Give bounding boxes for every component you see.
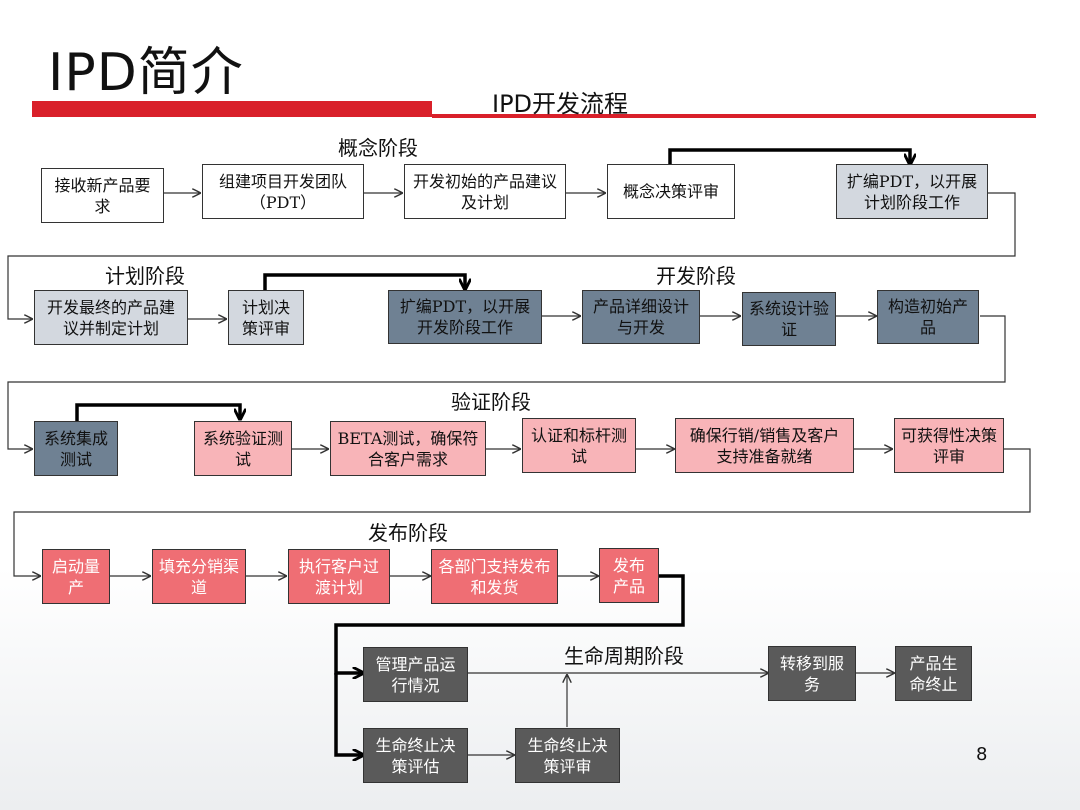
- step-ensure-sales-support-ready: 确保行销/销售及客户支持准备就绪: [675, 418, 854, 473]
- phase-label-release: 发布阶段: [368, 521, 448, 545]
- step-eol-decision-review: 生命终止决策评审: [515, 728, 620, 783]
- step-start-mass-production: 启动量产: [42, 549, 110, 604]
- slide-subtitle: IPD开发流程: [492, 90, 629, 118]
- bold-arrow-b7-b8: [263, 273, 465, 292]
- step-release-product: 发布产品: [599, 548, 659, 603]
- step-availability-decision-review: 可获得性决策评审: [894, 418, 1004, 473]
- step-build-initial-product: 构造初始产品: [877, 290, 979, 344]
- step-product-end-of-life: 产品生命终止: [895, 646, 972, 701]
- step-beta-test: BETA测试，确保符合客户需求: [330, 421, 486, 476]
- step-system-integration-test: 系统集成测试: [34, 421, 118, 476]
- phase-label-develop: 开发阶段: [656, 264, 736, 288]
- title-accent-line: [432, 114, 1036, 118]
- step-initial-proposal: 开发初始的产品建议及计划: [404, 164, 566, 219]
- step-form-pdt: 组建项目开发团队（PDT）: [202, 164, 364, 219]
- step-transfer-to-service: 转移到服务: [768, 646, 856, 701]
- page-number: 8: [976, 744, 988, 765]
- step-departments-support-release: 各部门支持发布和发货: [431, 549, 558, 604]
- bold-arrow-b12-b13: [75, 403, 240, 422]
- phase-label-concept: 概念阶段: [338, 136, 418, 160]
- bold-arrow-b4-b5: [668, 148, 910, 164]
- step-customer-transition-plan: 执行客户过渡计划: [288, 549, 390, 604]
- step-expand-pdt-plan: 扩编PDT，以开展计划阶段工作: [836, 164, 988, 219]
- phase-label-plan: 计划阶段: [105, 264, 185, 288]
- step-system-design-verification: 系统设计验证: [742, 292, 836, 346]
- step-receive-new-product-request: 接收新产品要求: [41, 168, 164, 223]
- step-eol-decision-assessment: 生命终止决策评估: [363, 728, 468, 783]
- step-manage-product-operation: 管理产品运行情况: [363, 647, 468, 702]
- step-plan-decision-review: 计划决策评审: [228, 290, 304, 345]
- step-fill-distribution-channels: 填充分销渠道: [152, 549, 246, 604]
- step-concept-decision-review: 概念决策评审: [607, 164, 735, 219]
- step-final-proposal-plan: 开发最终的产品建议并制定计划: [34, 290, 188, 345]
- title-accent-bar: [32, 101, 432, 117]
- bold-arrow-b22-b23: [334, 574, 685, 673]
- arrow-b11-b12: [7, 315, 1006, 449]
- phase-label-lifecycle: 生命周期阶段: [564, 644, 684, 668]
- arrow-b17-b18: [13, 448, 1031, 576]
- phase-label-verify: 验证阶段: [451, 390, 531, 414]
- step-detailed-design: 产品详细设计与开发: [582, 290, 700, 344]
- step-certification-benchmark: 认证和标杆测试: [522, 418, 636, 473]
- arrow-b5-b6: [7, 192, 1016, 319]
- step-expand-pdt-develop: 扩编PDT，以开展开发阶段工作: [388, 290, 542, 344]
- bold-arrow-b22-b26: [334, 673, 362, 755]
- slide-title: IPD简介: [48, 43, 244, 103]
- step-system-verification-test: 系统验证测试: [194, 421, 292, 476]
